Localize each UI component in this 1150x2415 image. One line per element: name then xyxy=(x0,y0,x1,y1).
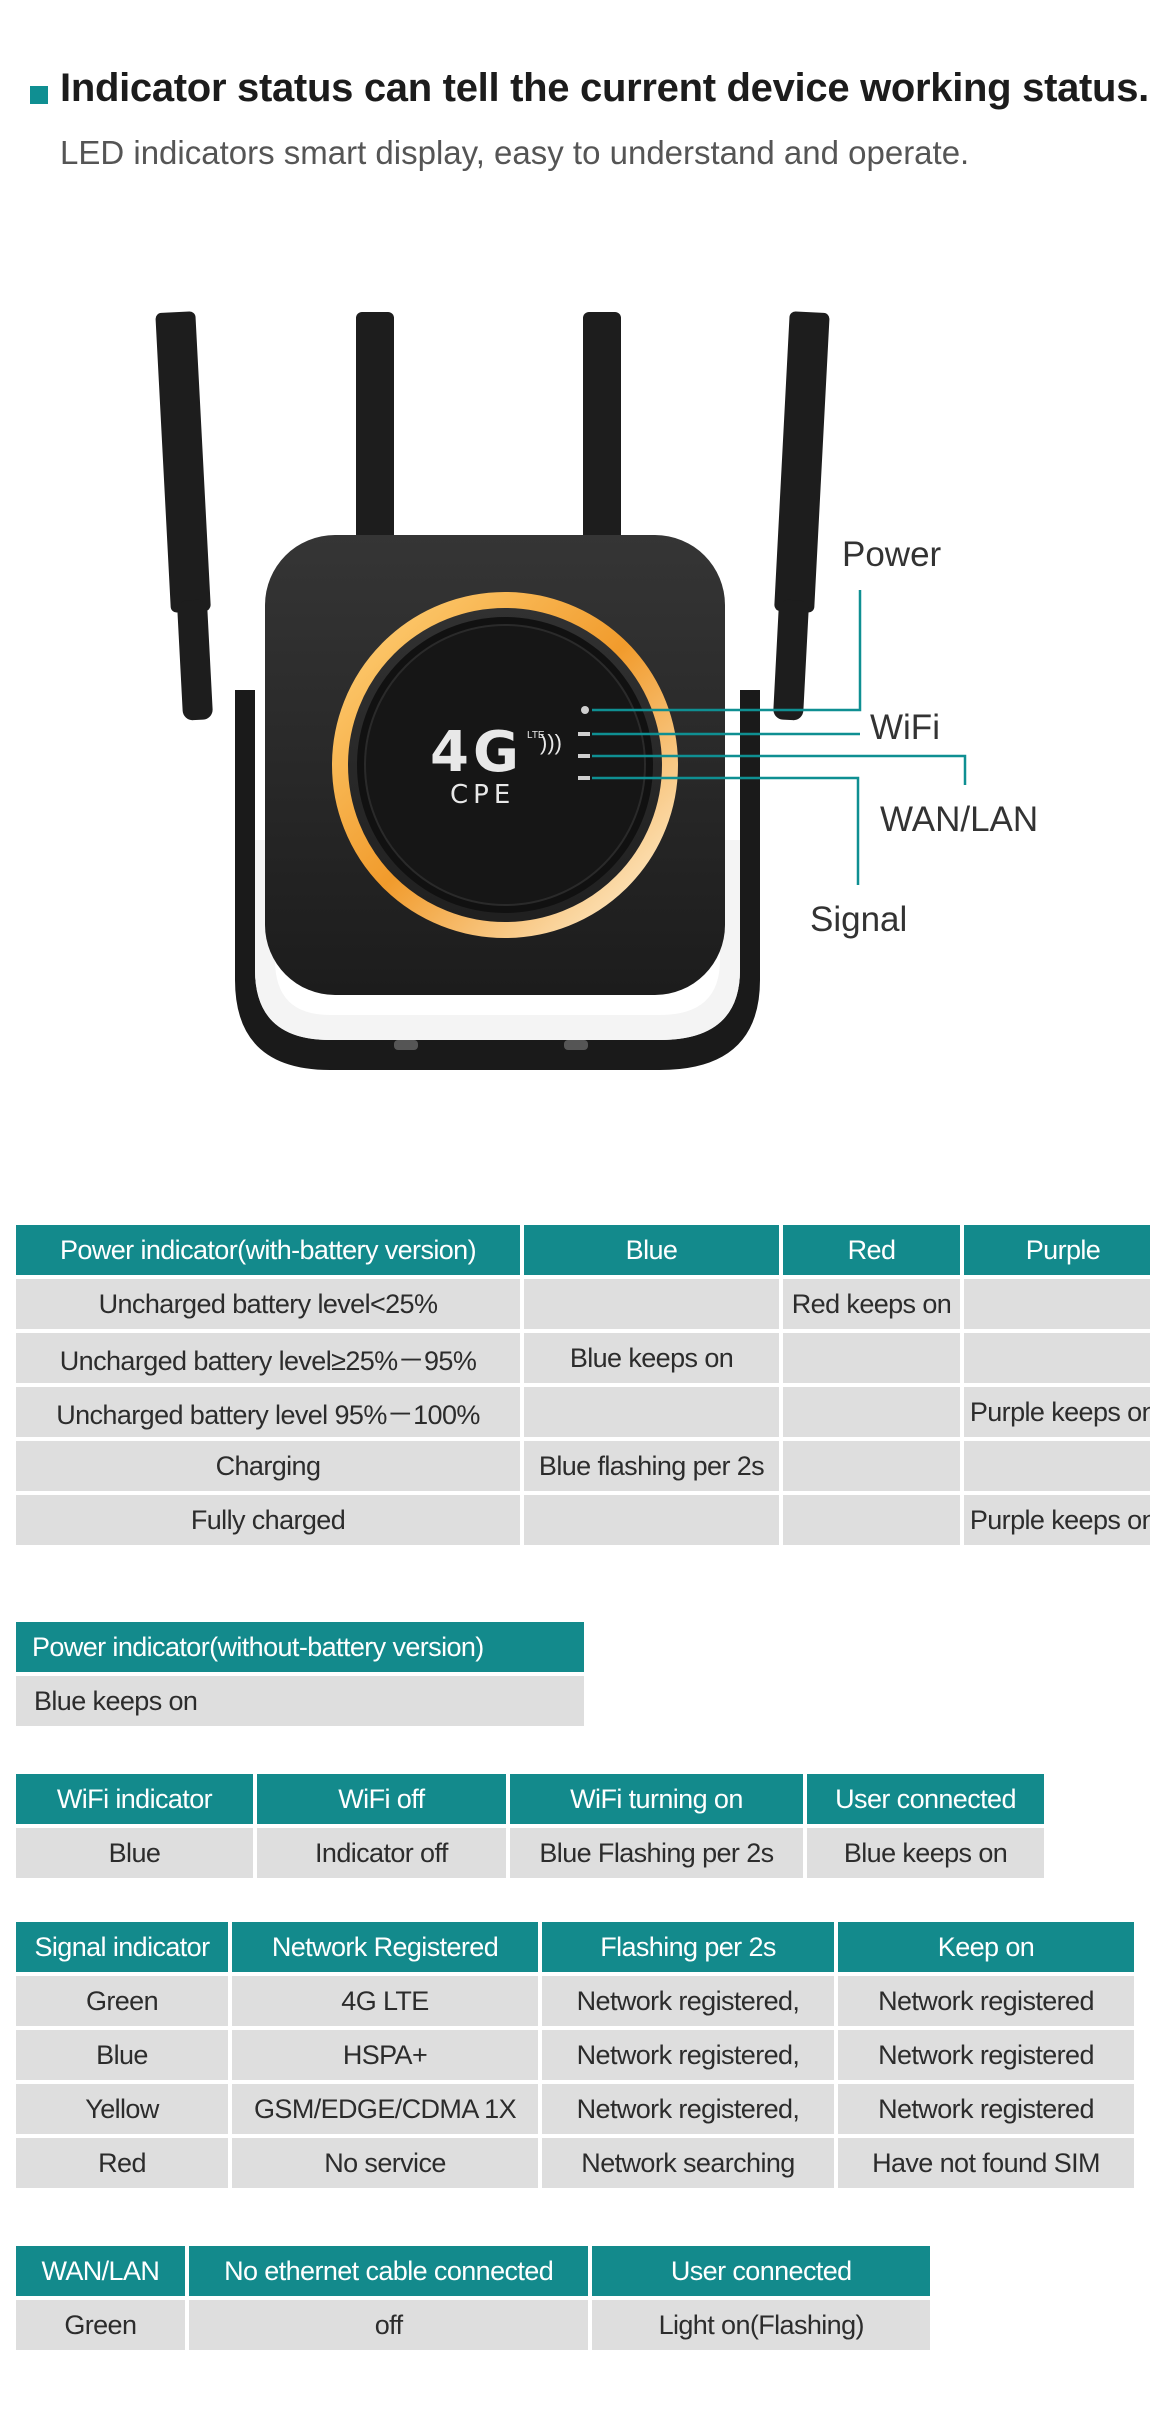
table-header-row: WAN/LAN No ethernet cable connected User… xyxy=(16,2246,930,2296)
table-cell: Blue keeps on xyxy=(16,1676,584,1726)
router-illustration: 4G LTE CPE ))) Power WiFi WAN/LAN Signal xyxy=(0,280,1150,1130)
table-cell: 4G LTE xyxy=(232,1976,538,2026)
header-cell: WiFi indicator xyxy=(16,1774,253,1824)
table-cell xyxy=(964,1279,1150,1329)
table-cell: Blue xyxy=(16,1828,253,1878)
table-cell xyxy=(783,1495,960,1545)
no-battery-version-table: Power indicator(without-battery version)… xyxy=(12,1618,588,1730)
table-header-row: Power indicator(with-battery version) Bl… xyxy=(16,1225,1150,1275)
table-cell xyxy=(524,1279,779,1329)
table-cell xyxy=(524,1495,779,1545)
title-bullet xyxy=(30,86,48,104)
header-cell: Power indicator(with-battery version) xyxy=(16,1225,520,1275)
wifi-indicator-table: WiFi indicator WiFi off WiFi turning on … xyxy=(12,1770,1048,1882)
header-cell: No ethernet cable connected xyxy=(188,2246,589,2296)
header-cell: WiFi off xyxy=(256,1774,506,1824)
callout-wifi: WiFi xyxy=(870,708,940,747)
table-row: Charging Blue flashing per 2s xyxy=(16,1441,1150,1491)
header-cell: Flashing per 2s xyxy=(542,1922,834,1972)
table-cell: Uncharged battery level 95%－100% xyxy=(16,1387,520,1437)
table-cell: Purple keeps on xyxy=(964,1387,1150,1437)
table-row: Blue Indicator off Blue Flashing per 2s … xyxy=(16,1828,1044,1878)
table-cell xyxy=(783,1387,960,1437)
logo-cpe: CPE xyxy=(450,780,516,810)
callout-wan-lan: WAN/LAN xyxy=(880,800,1039,839)
table-cell: Blue xyxy=(16,2030,228,2080)
table-cell: Blue keeps on xyxy=(807,1828,1044,1878)
table-cell: Blue keeps on xyxy=(524,1333,779,1383)
table-cell: Network registered, xyxy=(542,1976,834,2026)
table-cell: Uncharged battery level≥25%－95% xyxy=(16,1333,520,1383)
signal-indicator-table: Signal indicator Network Registered Flas… xyxy=(12,1918,1138,2192)
table-row: Uncharged battery level≥25%－95% Blue kee… xyxy=(16,1333,1150,1383)
table-cell: Network registered, xyxy=(542,2030,834,2080)
table-cell: Blue Flashing per 2s xyxy=(509,1828,804,1878)
table-cell: Blue flashing per 2s xyxy=(524,1441,779,1491)
table-row: Blue keeps on xyxy=(16,1676,584,1726)
table-cell: No service xyxy=(232,2138,538,2188)
header-cell: Network Registered xyxy=(232,1922,538,1972)
header-cell: User connected xyxy=(592,2246,930,2296)
table-cell: Green xyxy=(16,2300,185,2350)
header-cell: Signal indicator xyxy=(16,1922,228,1972)
table-cell: Network registered xyxy=(838,2084,1134,2134)
table-cell: off xyxy=(188,2300,589,2350)
table-cell: Fully charged xyxy=(16,1495,520,1545)
table-cell: HSPA+ xyxy=(232,2030,538,2080)
header-cell: User connected xyxy=(807,1774,1044,1824)
table-cell: Network registered xyxy=(838,1976,1134,2026)
wan-lan-indicator-table: WAN/LAN No ethernet cable connected User… xyxy=(12,2242,934,2354)
table-row: Blue HSPA+ Network registered, Network r… xyxy=(16,2030,1134,2080)
table-cell: Charging xyxy=(16,1441,520,1491)
header-cell: WiFi turning on xyxy=(509,1774,804,1824)
callout-power: Power xyxy=(842,535,942,574)
table-row: Green off Light on(Flashing) xyxy=(16,2300,930,2350)
table-row: Green 4G LTE Network registered, Network… xyxy=(16,1976,1134,2026)
table-cell xyxy=(783,1333,960,1383)
wifi-waves-icon: ))) xyxy=(540,730,562,755)
battery-version-table: Power indicator(with-battery version) Bl… xyxy=(12,1221,1150,1549)
table-header-row: WiFi indicator WiFi off WiFi turning on … xyxy=(16,1774,1044,1824)
table-cell: Indicator off xyxy=(256,1828,506,1878)
router-image xyxy=(155,311,967,1070)
table-cell: Purple keeps on xyxy=(964,1495,1150,1545)
table-cell xyxy=(524,1387,779,1437)
logo-4g: 4G xyxy=(430,720,523,785)
page-title: Indicator status can tell the current de… xyxy=(60,66,1149,110)
header-cell: Red xyxy=(783,1225,960,1275)
table-row: Uncharged battery level 95%－100% Purple … xyxy=(16,1387,1150,1437)
table-header-row: Signal indicator Network Registered Flas… xyxy=(16,1922,1134,1972)
table-cell: Network searching xyxy=(542,2138,834,2188)
table-row: Yellow GSM/EDGE/CDMA 1X Network register… xyxy=(16,2084,1134,2134)
table-cell: Network registered, xyxy=(542,2084,834,2134)
logo-lte: LTE xyxy=(527,730,545,741)
antennas xyxy=(155,311,830,721)
header-cell: Purple xyxy=(964,1225,1150,1275)
table-cell: Green xyxy=(16,1976,228,2026)
table-cell xyxy=(964,1333,1150,1383)
table-cell: Uncharged battery level<25% xyxy=(16,1279,520,1329)
table-row: Uncharged battery level<25% Red keeps on xyxy=(16,1279,1150,1329)
table-cell: Red keeps on xyxy=(783,1279,960,1329)
page-header: Indicator status can tell the current de… xyxy=(0,0,1150,220)
callout-lines xyxy=(592,590,967,885)
header-cell: Power indicator(without-battery version) xyxy=(16,1622,584,1672)
header-cell: Keep on xyxy=(838,1922,1134,1972)
table-cell: Network registered xyxy=(838,2030,1134,2080)
header-cell: Blue xyxy=(524,1225,779,1275)
table-row: Fully charged Purple keeps on xyxy=(16,1495,1150,1545)
table-cell: Red xyxy=(16,2138,228,2188)
table-cell xyxy=(964,1441,1150,1491)
table-row: Red No service Network searching Have no… xyxy=(16,2138,1134,2188)
page-subtitle: LED indicators smart display, easy to un… xyxy=(60,134,970,171)
callout-signal: Signal xyxy=(810,900,908,939)
table-cell: GSM/EDGE/CDMA 1X xyxy=(232,2084,538,2134)
table-cell: Light on(Flashing) xyxy=(592,2300,930,2350)
table-cell: Have not found SIM xyxy=(838,2138,1134,2188)
table-cell: Yellow xyxy=(16,2084,228,2134)
header-cell: WAN/LAN xyxy=(16,2246,185,2296)
table-header-row: Power indicator(without-battery version) xyxy=(16,1622,584,1672)
table-cell xyxy=(783,1441,960,1491)
